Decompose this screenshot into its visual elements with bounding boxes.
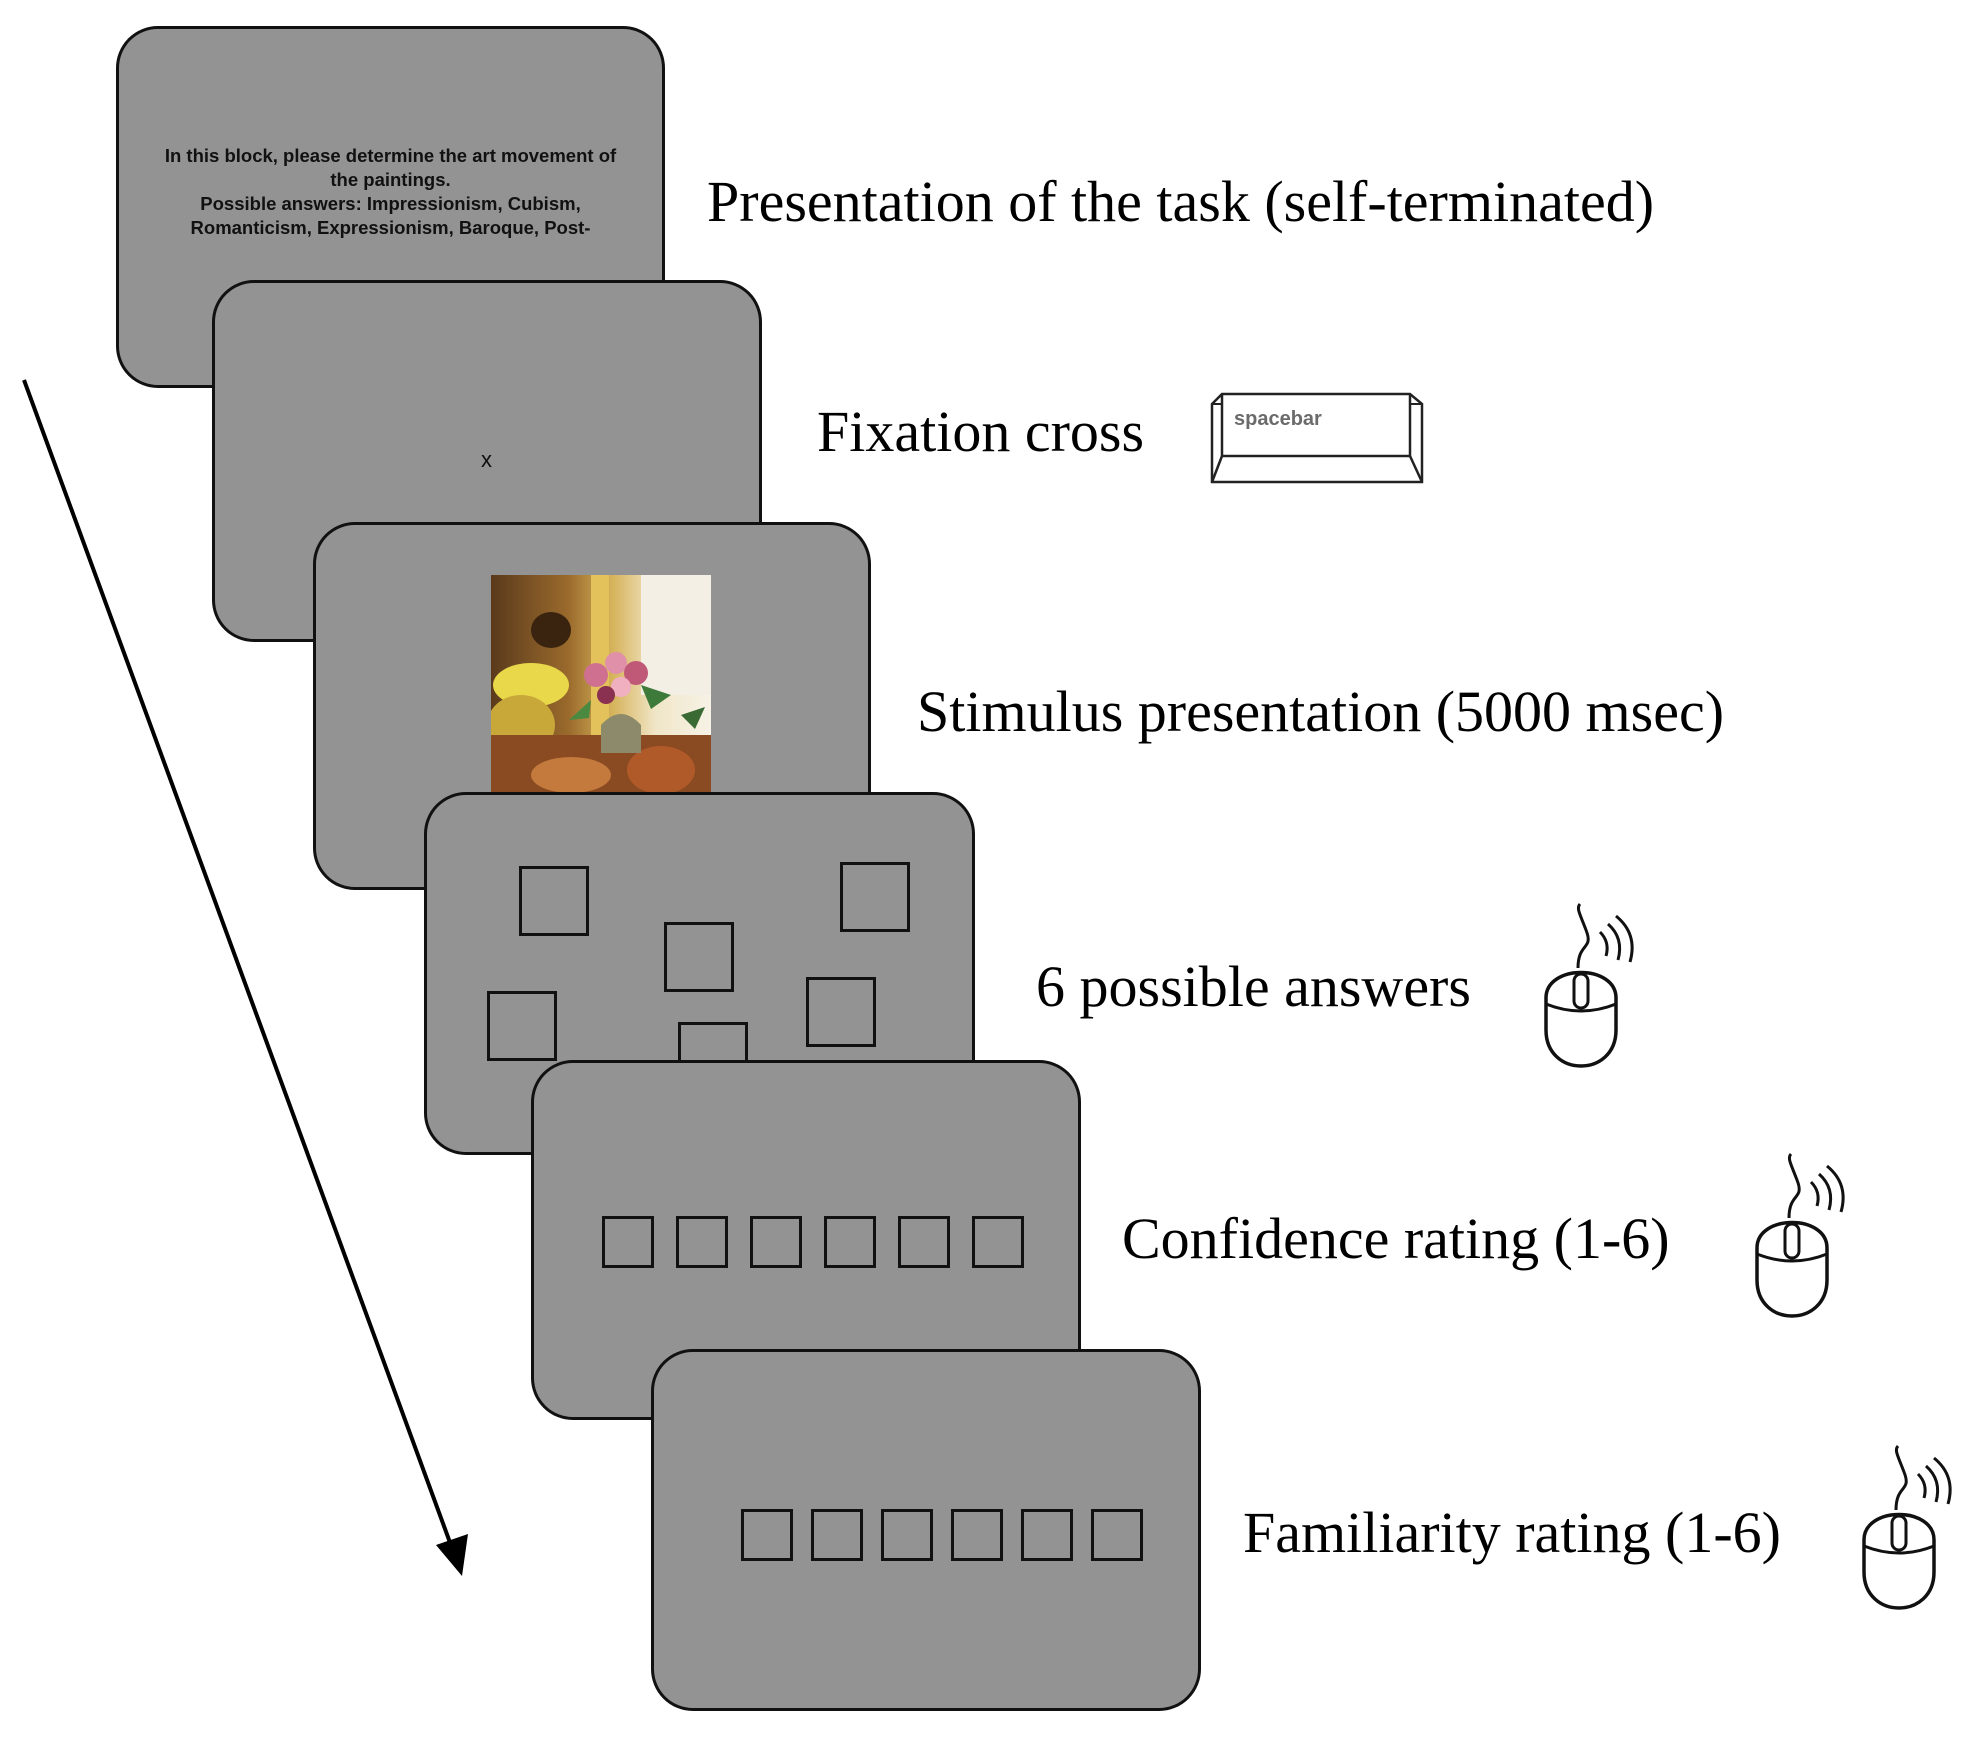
rating-box	[1021, 1509, 1073, 1561]
task-instructions: In this block, please determine the art …	[119, 144, 662, 240]
rating-box	[602, 1216, 654, 1268]
answer-option	[487, 991, 557, 1061]
rating-box	[898, 1216, 950, 1268]
spacebar-label: spacebar	[1234, 408, 1322, 430]
familiarity-scale	[741, 1509, 1143, 1561]
answer-option	[519, 866, 589, 936]
rating-box	[750, 1216, 802, 1268]
rating-box	[972, 1216, 1024, 1268]
rating-box	[676, 1216, 728, 1268]
caption-task: Presentation of the task (self-terminate…	[707, 169, 1655, 234]
caption-confidence: Confidence rating (1-6)	[1122, 1206, 1670, 1271]
task-line: Possible answers: Impressionism, Cubism,	[200, 193, 581, 214]
answer-option	[806, 977, 876, 1047]
answer-option	[664, 922, 734, 992]
caption-answers: 6 possible answers	[1036, 954, 1471, 1019]
rating-box	[951, 1509, 1003, 1561]
answer-option	[840, 862, 910, 932]
task-line: Romanticism, Expressionism, Baroque, Pos…	[190, 217, 591, 238]
mouse-icon	[1755, 1152, 1845, 1318]
confidence-scale	[602, 1216, 1024, 1268]
rating-box	[824, 1216, 876, 1268]
rating-box	[811, 1509, 863, 1561]
fixation-cross: x	[481, 447, 492, 472]
painting-image	[491, 575, 711, 793]
mouse-icon	[1862, 1444, 1952, 1610]
rating-box	[1091, 1509, 1143, 1561]
task-line: the paintings.	[330, 169, 451, 190]
task-line: In this block, please determine the art …	[164, 145, 617, 166]
familiarity-screen	[651, 1349, 1201, 1711]
caption-stimulus: Stimulus presentation (5000 msec)	[917, 679, 1725, 744]
caption-fixation: Fixation cross	[817, 399, 1145, 464]
caption-familiarity: Familiarity rating (1-6)	[1243, 1500, 1781, 1565]
spacebar-key-icon: spacebar	[1208, 390, 1426, 490]
rating-box	[881, 1509, 933, 1561]
mouse-icon	[1544, 902, 1634, 1068]
rating-box	[741, 1509, 793, 1561]
